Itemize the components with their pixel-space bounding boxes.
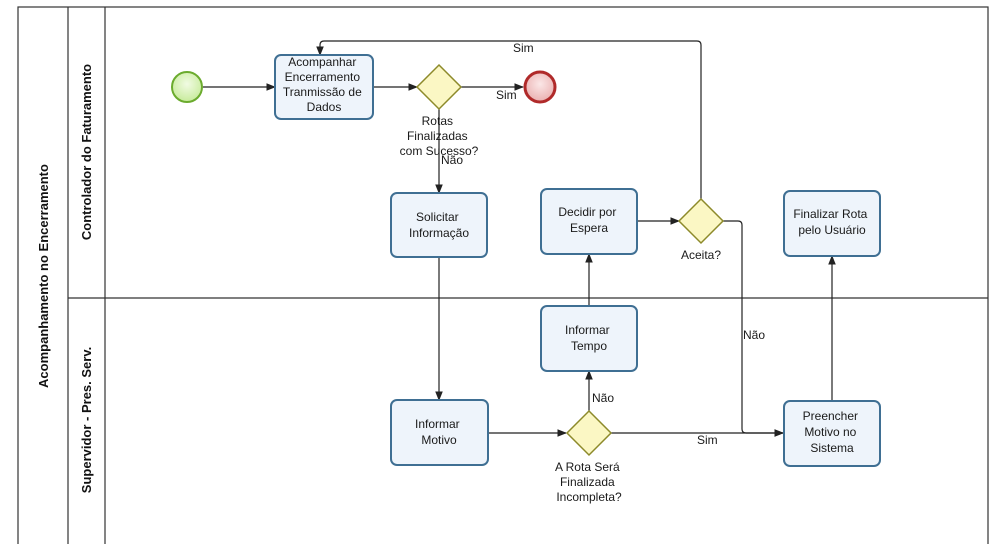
pool-frame bbox=[17, 6, 989, 544]
task-informar-motivo[interactable]: Informar Motivo bbox=[390, 399, 489, 466]
task-informar-tempo-line-1: Informar bbox=[565, 323, 610, 337]
task-solicitar[interactable]: Solicitar Informação bbox=[390, 192, 488, 258]
svg-text:Preencher Motivo no: Preencher Motivo no Sistema bbox=[803, 409, 862, 455]
pool-label: Acompanhamento no Encerramento bbox=[36, 164, 51, 388]
task-acompanhar-line-2: Encerramento bbox=[285, 70, 361, 84]
task-informar-motivo-line-2: Motivo bbox=[421, 433, 457, 447]
flow-label-sim-end: Sim bbox=[496, 88, 517, 102]
gateway-rotas-label-2: Finalizadas bbox=[407, 129, 468, 143]
task-acompanhar-line-3: Tranmissão de bbox=[283, 85, 362, 99]
end-event[interactable] bbox=[523, 70, 557, 104]
task-preencher-line-1: Preencher bbox=[803, 409, 858, 423]
task-decidir[interactable]: Decidir por Espera bbox=[540, 188, 638, 255]
task-solicitar-line-1: Solicitar bbox=[416, 210, 459, 224]
lane-label-supervisor: Supervidor - Pres. Serv. bbox=[79, 347, 94, 493]
task-informar-tempo-line-2: Tempo bbox=[571, 339, 607, 353]
flow-label-nao-rotas: Não bbox=[441, 153, 463, 167]
task-finalizar-line-2: pelo Usuário bbox=[798, 223, 866, 237]
start-event[interactable] bbox=[171, 71, 203, 103]
gateway-incompleta-label: A Rota Será Finalizada Incompleta? bbox=[555, 460, 623, 504]
svg-text:Finalizar Rota pelo Usuá: Finalizar Rota pelo Usuário bbox=[793, 207, 870, 237]
task-acompanhar-line-4: Dados bbox=[307, 100, 342, 114]
gateway-incompleta-label-1: A Rota Será bbox=[555, 460, 620, 474]
task-solicitar-line-2: Informação bbox=[409, 226, 469, 240]
gateway-rotas-label: Rotas Finalizadas com Sucesso? bbox=[400, 114, 479, 158]
task-decidir-line-1: Decidir por bbox=[558, 205, 616, 219]
lane-label-faturamento: Controlador do Faturamento bbox=[79, 64, 94, 240]
flow-label-sim-incompleta: Sim bbox=[697, 433, 718, 447]
flow-label-nao-aceita: Não bbox=[743, 328, 765, 342]
gateway-rotas-label-1: Rotas bbox=[422, 114, 453, 128]
gateway-incompleta-label-3: Incompleta? bbox=[556, 490, 622, 504]
gateway-incompleta-label-2: Finalizada bbox=[560, 475, 615, 489]
task-informar-motivo-line-1: Informar bbox=[415, 417, 460, 431]
gateway-aceita-label: Aceita? bbox=[681, 248, 721, 262]
task-acompanhar[interactable]: Acompanhar Encerramento Tranmissão de Da… bbox=[274, 54, 374, 120]
task-decidir-line-2: Espera bbox=[570, 221, 608, 235]
task-preencher[interactable]: Preencher Motivo no Sistema bbox=[783, 400, 881, 467]
task-acompanhar-line-1: Acompanhar bbox=[288, 55, 356, 69]
task-finalizar-line-1: Finalizar Rota bbox=[793, 207, 867, 221]
sequence-flows bbox=[203, 40, 836, 437]
svg-text:Acompanhar Encerramento: Acompanhar Encerramento Tranmissão de Da… bbox=[283, 55, 365, 114]
svg-text:Informar Motivo: Informar Motivo bbox=[415, 417, 463, 447]
task-preencher-line-3: Sistema bbox=[810, 441, 854, 455]
task-informar-tempo[interactable]: Informar Tempo bbox=[540, 305, 638, 372]
svg-text:Decidir por Espera: Decidir por Espera bbox=[558, 205, 619, 235]
task-finalizar[interactable]: Finalizar Rota pelo Usuário bbox=[783, 190, 881, 257]
gateway-rotas-label-3: com Sucesso? bbox=[400, 144, 479, 158]
gateway-aceita[interactable] bbox=[677, 197, 725, 245]
flow-aceita-to-acompanhar bbox=[316, 40, 702, 199]
flow-label-nao-incompleta: Não bbox=[592, 391, 614, 405]
gateway-rotas[interactable] bbox=[415, 63, 463, 111]
gateway-incompleta[interactable] bbox=[565, 409, 613, 457]
gateway-aceita-label-1: Aceita? bbox=[681, 248, 721, 262]
flow-label-sim-top: Sim bbox=[513, 41, 534, 55]
flow-aceita-to-preencher bbox=[723, 220, 784, 437]
svg-text:Informar Tempo: Informar Tempo bbox=[565, 323, 613, 353]
svg-text:Solicitar Informação: Solicitar Informação bbox=[409, 210, 469, 240]
task-preencher-line-2: Motivo no bbox=[804, 425, 856, 439]
